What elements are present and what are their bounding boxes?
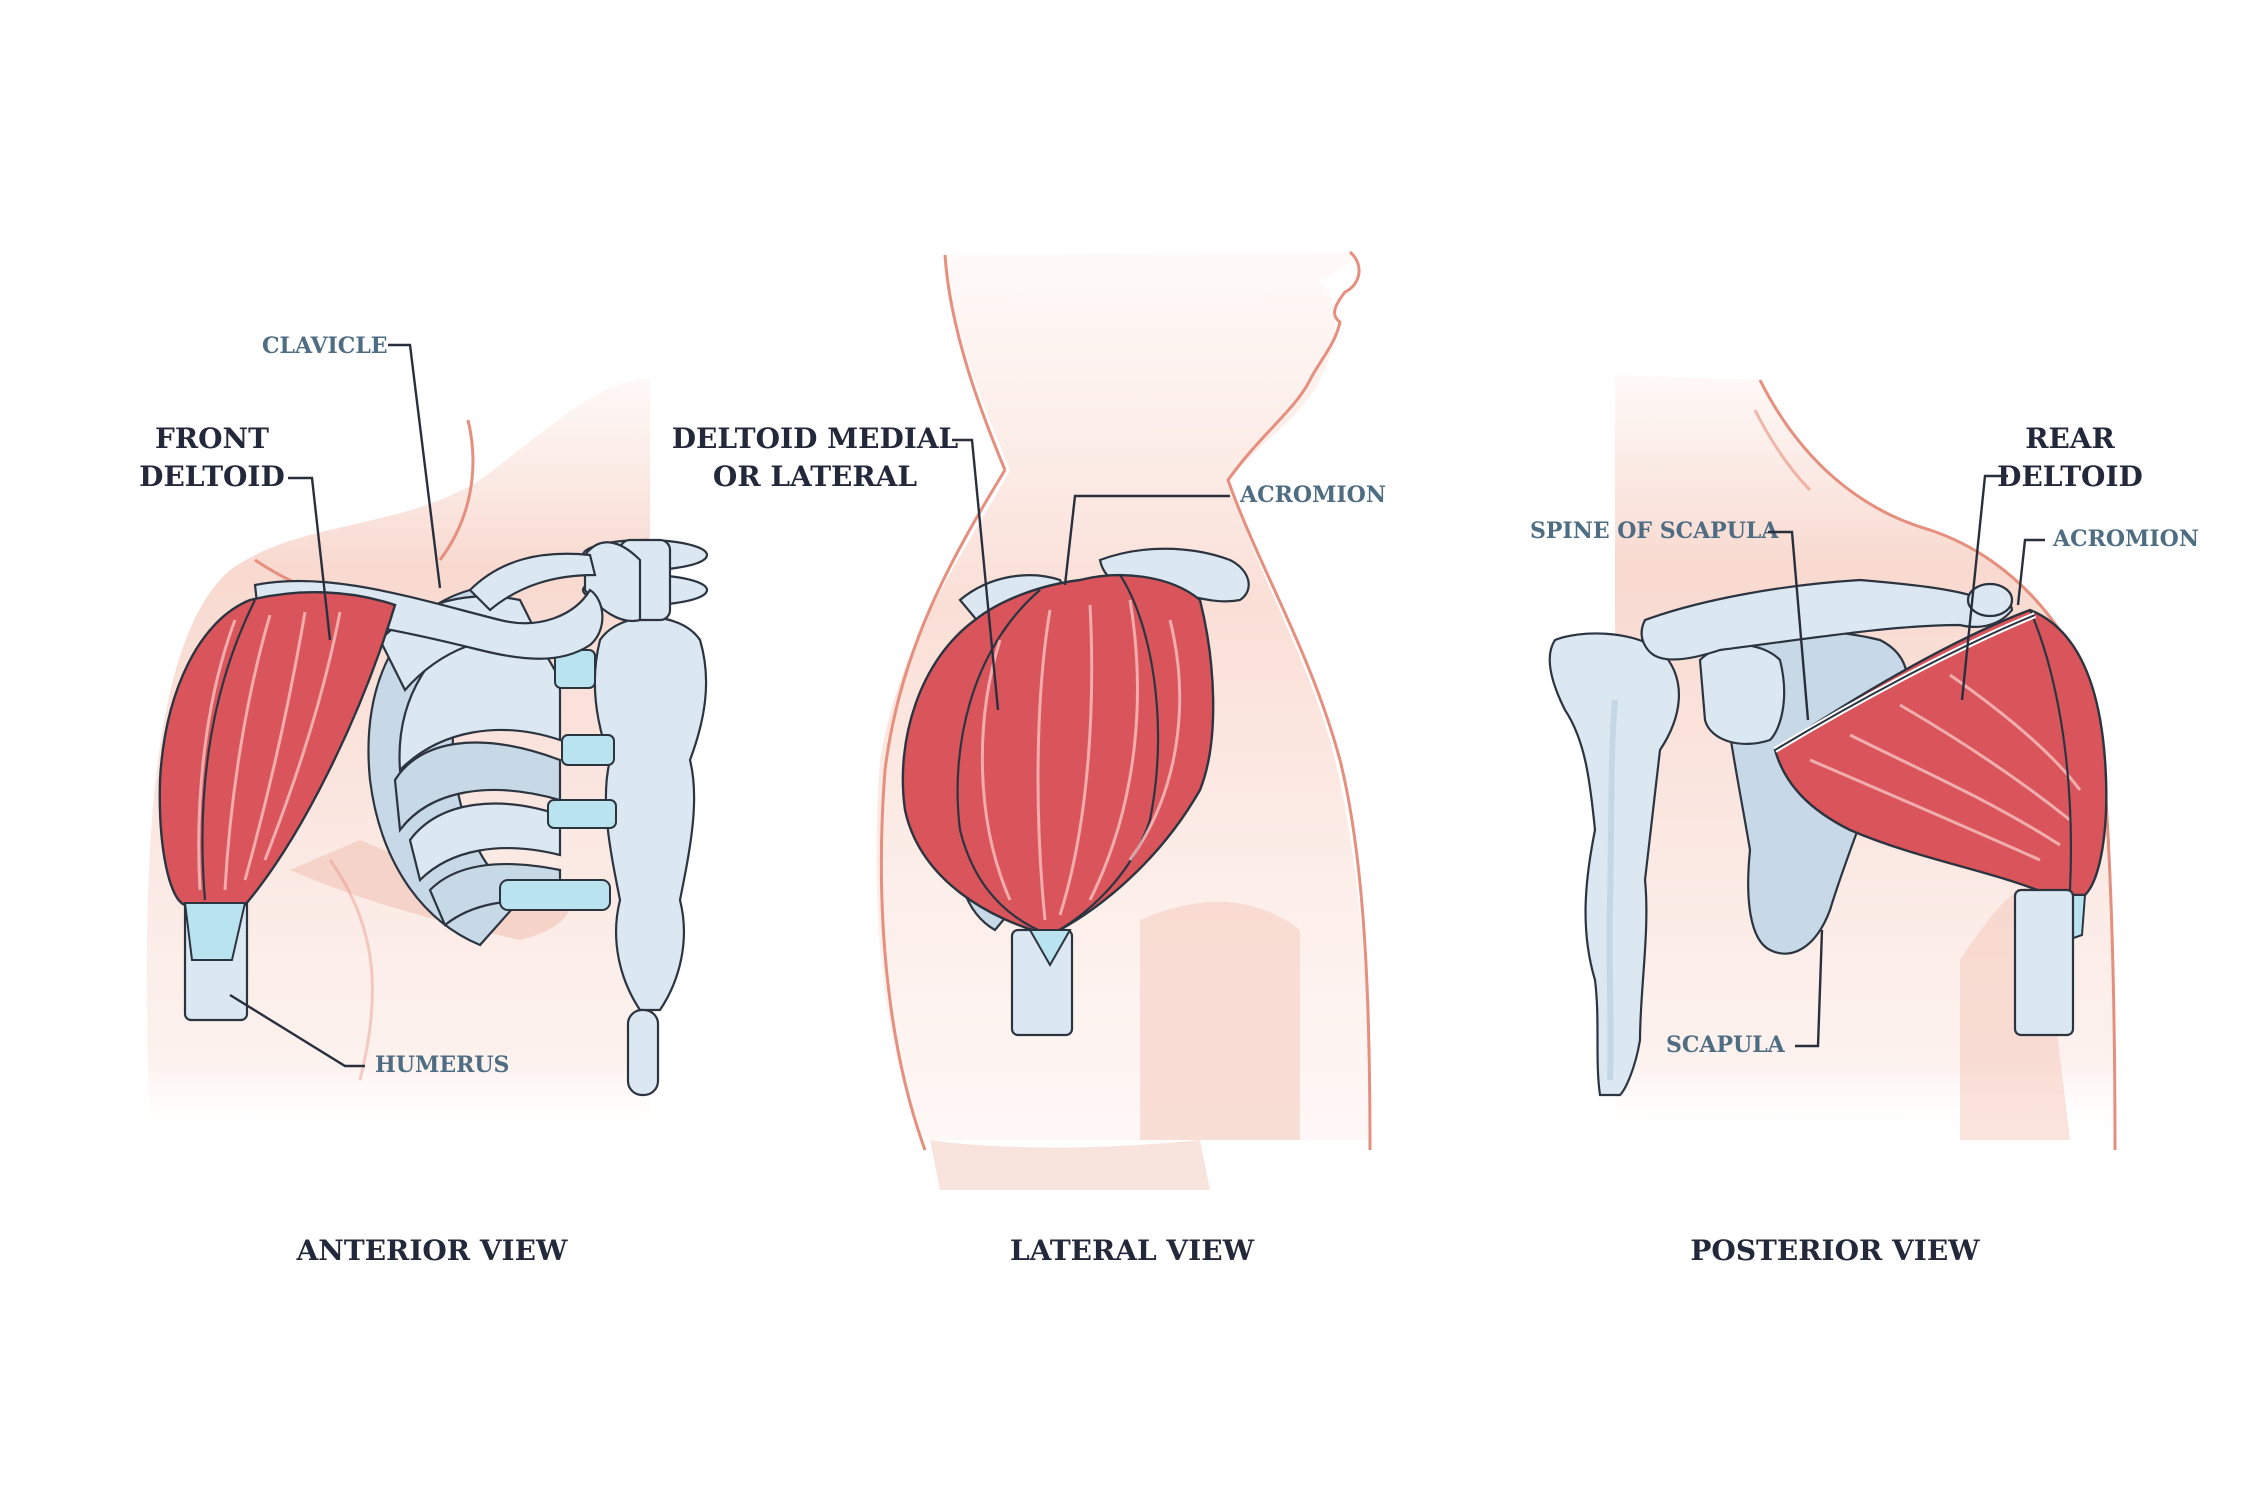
- anterior-view: CLAVICLE FRONT DELTOID HUMERUS ANTERIOR …: [139, 333, 709, 1267]
- humerus-label: HUMERUS: [375, 1052, 509, 1078]
- anterior-costal-cartilage: [499, 649, 617, 911]
- spine-of-scapula-label: SPINE OF SCAPULA: [1530, 518, 1779, 544]
- front-deltoid-leader: [288, 476, 332, 641]
- rear-deltoid-label-line2: DELTOID: [1997, 460, 2143, 493]
- lateral-acromion-leader: [1063, 494, 1230, 586]
- anterior-view-title: ANTERIOR VIEW: [296, 1234, 568, 1267]
- humerus-leader: [229, 993, 365, 1068]
- rear-deltoid-leader: [1960, 474, 2008, 701]
- deltoid-medial-label-line2: OR LATERAL: [713, 460, 917, 493]
- posterior-rear-deltoid: [1773, 608, 2108, 942]
- spine-of-scapula-leader: [1768, 530, 1810, 721]
- posterior-spine: [1548, 632, 1681, 1097]
- posterior-labels: REAR DELTOID SPINE OF SCAPULA ACROMION S…: [1530, 422, 2199, 1058]
- posterior-acromion-leader: [2016, 538, 2045, 606]
- deltoid-medial-leader: [952, 438, 1000, 711]
- rear-deltoid-label-line1: REAR: [2025, 422, 2115, 455]
- anterior-front-deltoid: [158, 591, 397, 961]
- front-deltoid-label-line1: FRONT: [155, 422, 269, 455]
- posterior-view: REAR DELTOID SPINE OF SCAPULA ACROMION S…: [1530, 375, 2199, 1267]
- scapula-label: SCAPULA: [1666, 1032, 1786, 1058]
- lateral-view: DELTOID MEDIAL OR LATERAL ACROMION LATER…: [672, 250, 1386, 1267]
- clavicle-label: CLAVICLE: [262, 333, 388, 359]
- anterior-labels: CLAVICLE FRONT DELTOID HUMERUS: [139, 333, 509, 1078]
- deltoid-medial-label-line1: DELTOID MEDIAL: [672, 422, 959, 455]
- lateral-view-title: LATERAL VIEW: [1010, 1234, 1255, 1267]
- posterior-humerus: [2013, 888, 2075, 1037]
- lateral-labels: DELTOID MEDIAL OR LATERAL ACROMION: [672, 422, 1386, 711]
- posterior-spine-of-scapula: [1640, 578, 2014, 661]
- lateral-acromion-label: ACROMION: [1239, 482, 1386, 508]
- posterior-view-title: POSTERIOR VIEW: [1690, 1234, 1980, 1267]
- clavicle-leader: [388, 343, 442, 589]
- lateral-deltoid: [901, 573, 1215, 968]
- scapula-leader: [1795, 929, 1824, 1048]
- posterior-acromion-label: ACROMION: [2052, 526, 2199, 552]
- front-deltoid-label-line2: DELTOID: [139, 460, 285, 493]
